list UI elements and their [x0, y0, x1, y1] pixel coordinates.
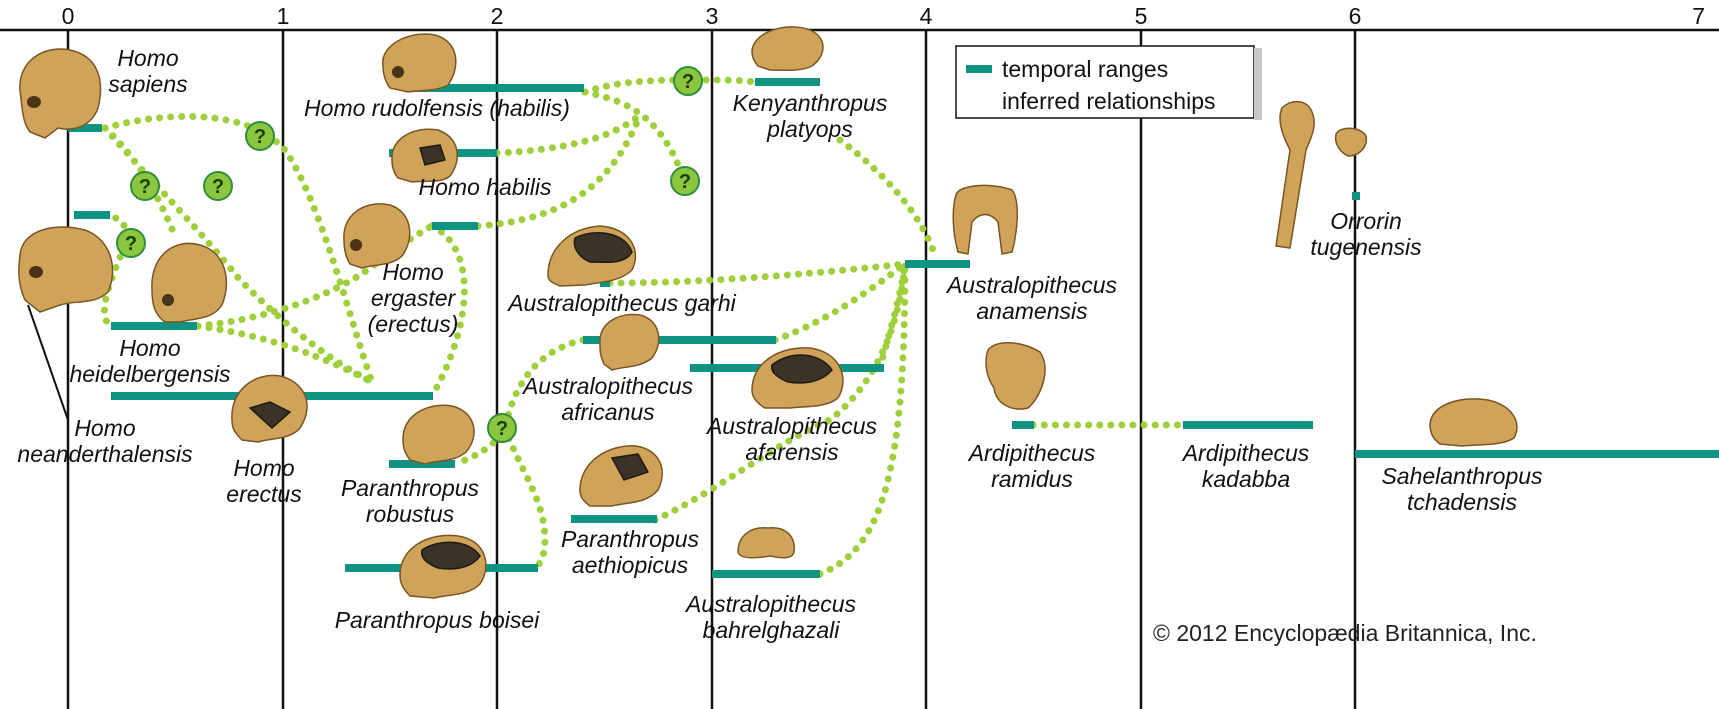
axis-tick-labels: 0 1 2 3 4 5 6 7 — [62, 3, 1705, 29]
skull-homo-neanderthalensis-icon — [19, 227, 113, 420]
skull-homo-erectus-icon — [232, 375, 307, 442]
question-badge: ? — [246, 122, 274, 150]
range-bar-homo-ergaster — [432, 222, 478, 230]
legend-shadow — [1254, 48, 1262, 120]
label-ar-ramidus-genus: Ardipithecus — [967, 440, 1096, 466]
label-homo-rudolfensis: Homo rudolfensis (habilis) — [304, 95, 570, 121]
tick-label: 3 — [706, 3, 719, 29]
label-homo-sapiens-species: sapiens — [108, 71, 188, 97]
skull-homo-rudolfensis-icon — [383, 34, 456, 92]
question-badge: ? — [671, 167, 699, 195]
jaw-au-anamensis-icon — [953, 185, 1017, 254]
label-sahelanthropus-species: tchadensis — [1407, 489, 1517, 515]
question-badge: ? — [488, 414, 516, 442]
label-homo-ergaster-genus: Homo — [382, 259, 444, 285]
label-kenyanthropus-genus: Kenyanthropus — [733, 90, 888, 116]
skull-p-robustus-icon — [403, 405, 474, 464]
label-homo-ergaster-alt: (erectus) — [368, 311, 459, 337]
question-badge: ? — [204, 172, 232, 200]
jaw-au-bahrelghazali-icon — [738, 528, 794, 558]
svg-text:?: ? — [496, 418, 508, 440]
skull-sahelanthropus-icon — [1430, 399, 1517, 446]
tick-label: 0 — [62, 3, 75, 29]
relationship-path — [775, 264, 905, 340]
question-badge: ? — [131, 172, 159, 200]
tick-label: 2 — [491, 3, 504, 29]
label-au-bahrelghazali-genus: Australopithecus — [684, 591, 857, 617]
label-homo-ergaster-species: ergaster — [371, 285, 457, 311]
range-bar-au-anamensis — [905, 260, 970, 268]
label-homo-neanderthalensis-species: neanderthalensis — [17, 441, 193, 467]
relationship-path — [610, 264, 905, 283]
legend-ranges-label: temporal ranges — [1002, 56, 1168, 82]
svg-text:?: ? — [212, 176, 224, 198]
svg-text:?: ? — [139, 176, 151, 198]
relationship-path — [585, 92, 684, 180]
legend: temporal ranges inferred relationships — [956, 46, 1262, 120]
label-au-anamensis-species: anamensis — [976, 298, 1088, 324]
skull-p-aethiopicus-icon — [580, 446, 662, 506]
label-p-aethiopicus-genus: Paranthropus — [561, 526, 700, 552]
skull-au-afarensis-icon — [752, 348, 843, 408]
svg-text:?: ? — [125, 233, 137, 255]
label-au-afarensis-species: afarensis — [745, 439, 839, 465]
tick-label: 6 — [1349, 3, 1362, 29]
relationship-path — [585, 80, 755, 92]
tick-label: 5 — [1135, 3, 1148, 29]
label-p-boisei: Paranthropus boisei — [335, 607, 540, 633]
range-bar-homo-neanderthalensis — [74, 211, 110, 219]
label-homo-habilis: Homo habilis — [419, 174, 552, 200]
range-bar-kenyanthropus — [755, 78, 820, 86]
svg-text:?: ? — [682, 71, 694, 93]
range-bar-ar-ramidus — [1012, 421, 1034, 429]
skull-kenyanthropus-icon — [752, 27, 823, 70]
label-orrorin-genus: Orrorin — [1330, 208, 1402, 234]
label-ar-kadabba-species: kadabba — [1202, 466, 1290, 492]
label-homo-heidelbergensis-genus: Homo — [119, 335, 181, 361]
label-homo-sapiens-genus: Homo — [117, 45, 179, 71]
bone-ar-ramidus-icon — [986, 343, 1045, 409]
label-homo-erectus-species: erectus — [226, 481, 302, 507]
relationship-path — [505, 428, 545, 568]
tick-label: 7 — [1692, 3, 1705, 29]
copyright-notice: © 2012 Encyclopædia Britannica, Inc. — [1153, 620, 1537, 646]
label-homo-erectus-genus: Homo — [233, 455, 295, 481]
range-bar-au-bahrelghazali — [712, 570, 820, 578]
label-au-afarensis-genus: Australopithecus — [705, 413, 878, 439]
range-bar-p-aethiopicus — [571, 515, 657, 523]
label-au-bahrelghazali-species: bahrelghazali — [703, 617, 841, 643]
label-p-robustus-species: robustus — [366, 501, 455, 527]
legend-range-swatch — [966, 65, 992, 73]
tick-label: 4 — [920, 3, 933, 29]
label-p-aethiopicus-species: aethiopicus — [572, 552, 689, 578]
label-au-africanus-genus: Australopithecus — [521, 373, 694, 399]
label-homo-heidelbergensis-species: heidelbergensis — [69, 361, 231, 387]
skull-p-boisei-icon — [400, 535, 486, 598]
range-bar-homo-heidelbergensis — [111, 322, 197, 330]
label-orrorin-species: tugenensis — [1310, 234, 1422, 260]
label-au-anamensis-genus: Australopithecus — [945, 272, 1118, 298]
question-badge: ? — [674, 67, 702, 95]
label-sahelanthropus-genus: Sahelanthropus — [1381, 463, 1543, 489]
label-p-robustus-genus: Paranthropus — [341, 475, 480, 501]
range-bar-orrorin — [1352, 192, 1360, 200]
skull-au-garhi-icon — [548, 226, 635, 286]
label-kenyanthropus-species: platyops — [766, 116, 853, 142]
svg-text:?: ? — [679, 171, 691, 193]
skull-homo-heidelbergensis-icon — [152, 243, 226, 322]
label-au-garhi: Australopithecus garhi — [506, 290, 736, 316]
svg-text:?: ? — [254, 126, 266, 148]
tick-label: 1 — [277, 3, 290, 29]
relationship-path — [840, 140, 936, 258]
range-bar-sahelanthropus — [1355, 450, 1719, 458]
question-badge: ? — [117, 229, 145, 257]
label-ar-ramidus-species: ramidus — [991, 466, 1073, 492]
label-homo-neanderthalensis-genus: Homo — [74, 415, 136, 441]
label-au-africanus-species: africanus — [561, 399, 655, 425]
range-bar-ar-kadabba — [1183, 421, 1313, 429]
label-ar-kadabba-genus: Ardipithecus — [1181, 440, 1310, 466]
legend-relations-label: inferred relationships — [1002, 88, 1216, 114]
skull-au-africanus-icon — [600, 314, 659, 370]
